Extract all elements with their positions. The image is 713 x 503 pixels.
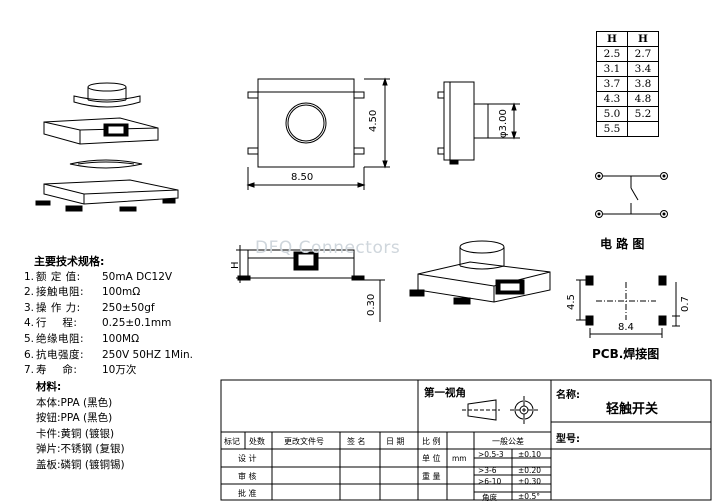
tol-value: ±0.30 [518, 477, 541, 486]
side-view [437, 81, 520, 165]
h-table-cell: 3.7 [596, 76, 628, 92]
spec-row: 6.抗电强度:250V 50HZ 1Min. [24, 348, 193, 361]
h-table-cell: 5.5 [596, 121, 628, 137]
tol-range: 角度 [482, 493, 497, 502]
h-table-header: H [596, 31, 628, 47]
pcb-footprint [576, 275, 680, 338]
dim-pcb-07: 0.7 [680, 296, 691, 312]
tol-value: ±0.20 [518, 466, 541, 475]
h-table-cell: 5.2 [627, 106, 659, 122]
dim-h: H [230, 261, 241, 269]
tb-review: 审 核 [238, 472, 257, 481]
circuit-label: 电 路 图 [600, 237, 645, 251]
spec-row: 5.绝缘电阻:100MΩ [24, 332, 140, 345]
watermark-text: DFQ Connectors [255, 238, 401, 258]
dim-height: 4.50 [368, 109, 379, 132]
h-table-cell: 5.0 [596, 106, 628, 122]
pcb-label: PCB.焊接图 [592, 347, 660, 361]
tb-unit-value: mm [452, 454, 467, 463]
materials-title: 材料: [36, 381, 62, 393]
material-item: 本体:PPA (黑色) [36, 396, 113, 409]
tb-header-mark: 标记 [224, 437, 240, 446]
dim-030: 0.30 [366, 293, 377, 316]
tb-weight: 重 量 [422, 472, 441, 481]
tb-tolerance: 一般公差 [492, 437, 524, 446]
h-table-cell [627, 121, 659, 137]
top-view [246, 77, 390, 190]
tb-approve: 批 准 [238, 489, 257, 498]
tb-header-date: 日 期 [386, 437, 405, 446]
material-item: 按钮:PPA (黑色) [36, 412, 113, 425]
spec-row: 1.额 定 值:50mA DC12V [24, 270, 173, 283]
h-table-cell: 3.8 [627, 76, 659, 92]
title-block [220, 379, 712, 501]
tol-range: >0.5-3 [478, 450, 504, 459]
specs-title: 主要技术规格: [34, 255, 105, 268]
tb-header-count: 处数 [249, 437, 265, 446]
tb-header-doc: 更改文件号 [284, 437, 324, 446]
tol-value: ±0.10 [518, 450, 541, 459]
material-item: 弹片:不锈钢 (复银) [36, 443, 125, 456]
specifications: 主要技术规格: 1.额 定 值:50mA DC12V 2.接触电阻:100mΩ … [24, 254, 224, 379]
front-view [236, 245, 385, 322]
h-table-cell: 4.8 [627, 91, 659, 107]
dim-pcb-84: 8.4 [618, 322, 634, 333]
exploded-view [35, 82, 179, 212]
tb-projection: 第一视角 [424, 387, 466, 399]
tb-model-label: 型号: [556, 434, 580, 445]
tb-unit: 单 位 [422, 454, 441, 463]
circuit-diagram [595, 172, 668, 218]
h-table-cell: 3.4 [627, 61, 659, 77]
dim-pcb-45: 4.5 [566, 294, 577, 310]
h-table-header: H [627, 31, 659, 47]
h-table-cell: 4.3 [596, 91, 628, 107]
tb-scale: 比 例 [422, 437, 441, 446]
materials: 材料: 本体:PPA (黑色) 按钮:PPA (黑色) 卡件:黄铜 (镀银) 弹… [36, 380, 125, 474]
material-item: 盖板:磷铜 (镀铜锡) [36, 458, 125, 471]
tb-design: 设 计 [238, 454, 257, 463]
tb-name-label: 名称: [556, 390, 580, 401]
tol-value: ±0.5° [518, 492, 540, 501]
spec-row: 2.接触电阻:100mΩ [24, 286, 141, 299]
tol-range: >3-6 [478, 466, 497, 475]
tb-name-value: 轻触开关 [606, 402, 659, 417]
h-table-cell: 2.5 [596, 46, 628, 62]
spec-row: 3.操 作 力:250±50gf [24, 301, 155, 314]
dim-diameter: φ3.00 [498, 109, 509, 138]
spec-row: 4.行 程:0.25±0.1mm [24, 317, 172, 330]
material-item: 卡件:黄铜 (镀银) [36, 427, 115, 440]
dim-width: 8.50 [291, 172, 314, 183]
tb-header-sign: 签 名 [347, 437, 366, 446]
tol-range: >6-10 [478, 477, 502, 486]
h-table-cell: 3.1 [596, 61, 628, 77]
spec-row: 7.寿 命:10万次 [24, 364, 137, 377]
h-table-cell: 2.7 [627, 46, 659, 62]
perspective-view [409, 240, 551, 305]
